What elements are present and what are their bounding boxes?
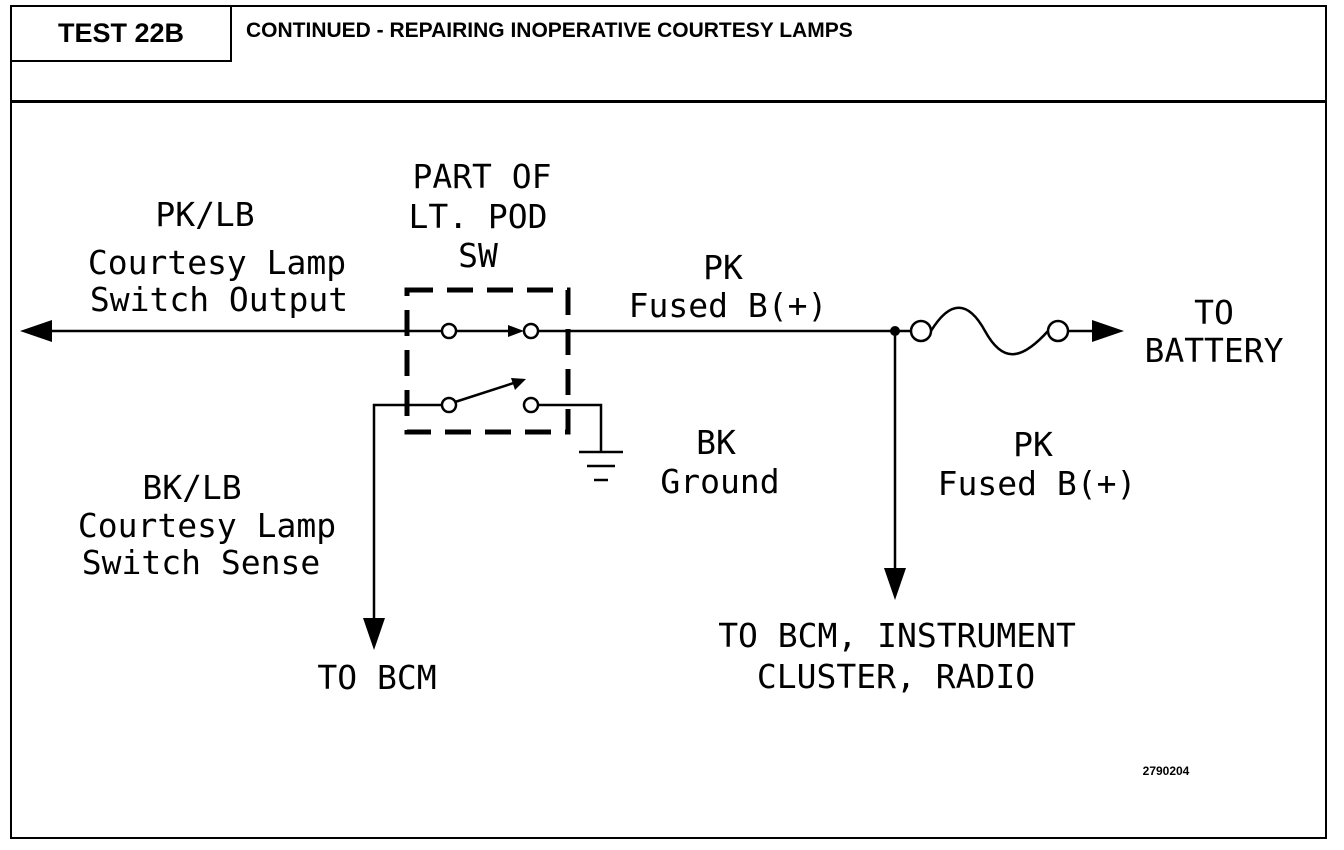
- ground-color: BK: [696, 423, 736, 462]
- fused-branch-name: Fused B(+): [938, 464, 1137, 503]
- test-title: CONTINUED - REPAIRING INOPERATIVE COURTE…: [246, 19, 853, 42]
- switch-blade-arrow-icon: [511, 378, 526, 390]
- page-frame: TEST 22B CONTINUED - REPAIRING INOPERATI…: [10, 5, 1327, 839]
- fused-branch-color: PK: [1013, 425, 1053, 464]
- switch-sense-wire: [372, 403, 442, 625]
- ground-wire: [538, 403, 603, 452]
- switch-contact-icon: [522, 396, 540, 414]
- to-bcm-label: TO BCM: [317, 658, 436, 697]
- down-arrow-icon: [884, 568, 906, 600]
- to-cluster-line2: CLUSTER, RADIO: [757, 657, 1035, 696]
- battery-label-line2: BATTERY: [1144, 331, 1283, 370]
- down-arrow-icon: [363, 618, 385, 650]
- fuse-icon: [929, 306, 1049, 356]
- switch-contact-icon: [440, 322, 458, 340]
- fused-top-name: Fused B(+): [629, 286, 828, 325]
- switch-sense-name-line2: Switch Sense: [82, 543, 320, 582]
- switch-sense-color: BK/LB: [142, 468, 241, 507]
- switch-contact-icon: [522, 322, 540, 340]
- switch-label-line1: PART OF: [412, 157, 551, 196]
- switch-sense-name-line1: Courtesy Lamp: [78, 506, 336, 545]
- fused-top-color: PK: [703, 248, 743, 287]
- left-arrow-icon: [20, 320, 52, 342]
- figure-number: 2790204: [1143, 764, 1190, 778]
- test-id: TEST 22B: [12, 7, 232, 62]
- contact-arrow-icon: [508, 325, 524, 337]
- switch-enclosure: [404, 287, 571, 435]
- battery-arrow-icon: [1092, 320, 1124, 342]
- battery-label-line1: TO: [1194, 293, 1234, 332]
- ground-name: Ground: [660, 462, 779, 501]
- switch-contact-icon: [440, 396, 458, 414]
- open-switch-blade: [454, 378, 524, 404]
- switch-label-line3: SW: [458, 236, 498, 275]
- switch-output-color: PK/LB: [155, 195, 254, 234]
- to-cluster-line1: TO BCM, INSTRUMENT: [718, 616, 1076, 655]
- switch-label-line2: LT. POD: [408, 197, 547, 236]
- switch-output-name-line1: Courtesy Lamp: [88, 243, 346, 282]
- fuse-terminal-icon: [1046, 319, 1070, 343]
- header-row: TEST 22B CONTINUED - REPAIRING INOPERATI…: [12, 7, 1325, 103]
- switch-output-name-line2: Switch Output: [90, 280, 348, 319]
- fuse-terminal-icon: [909, 319, 933, 343]
